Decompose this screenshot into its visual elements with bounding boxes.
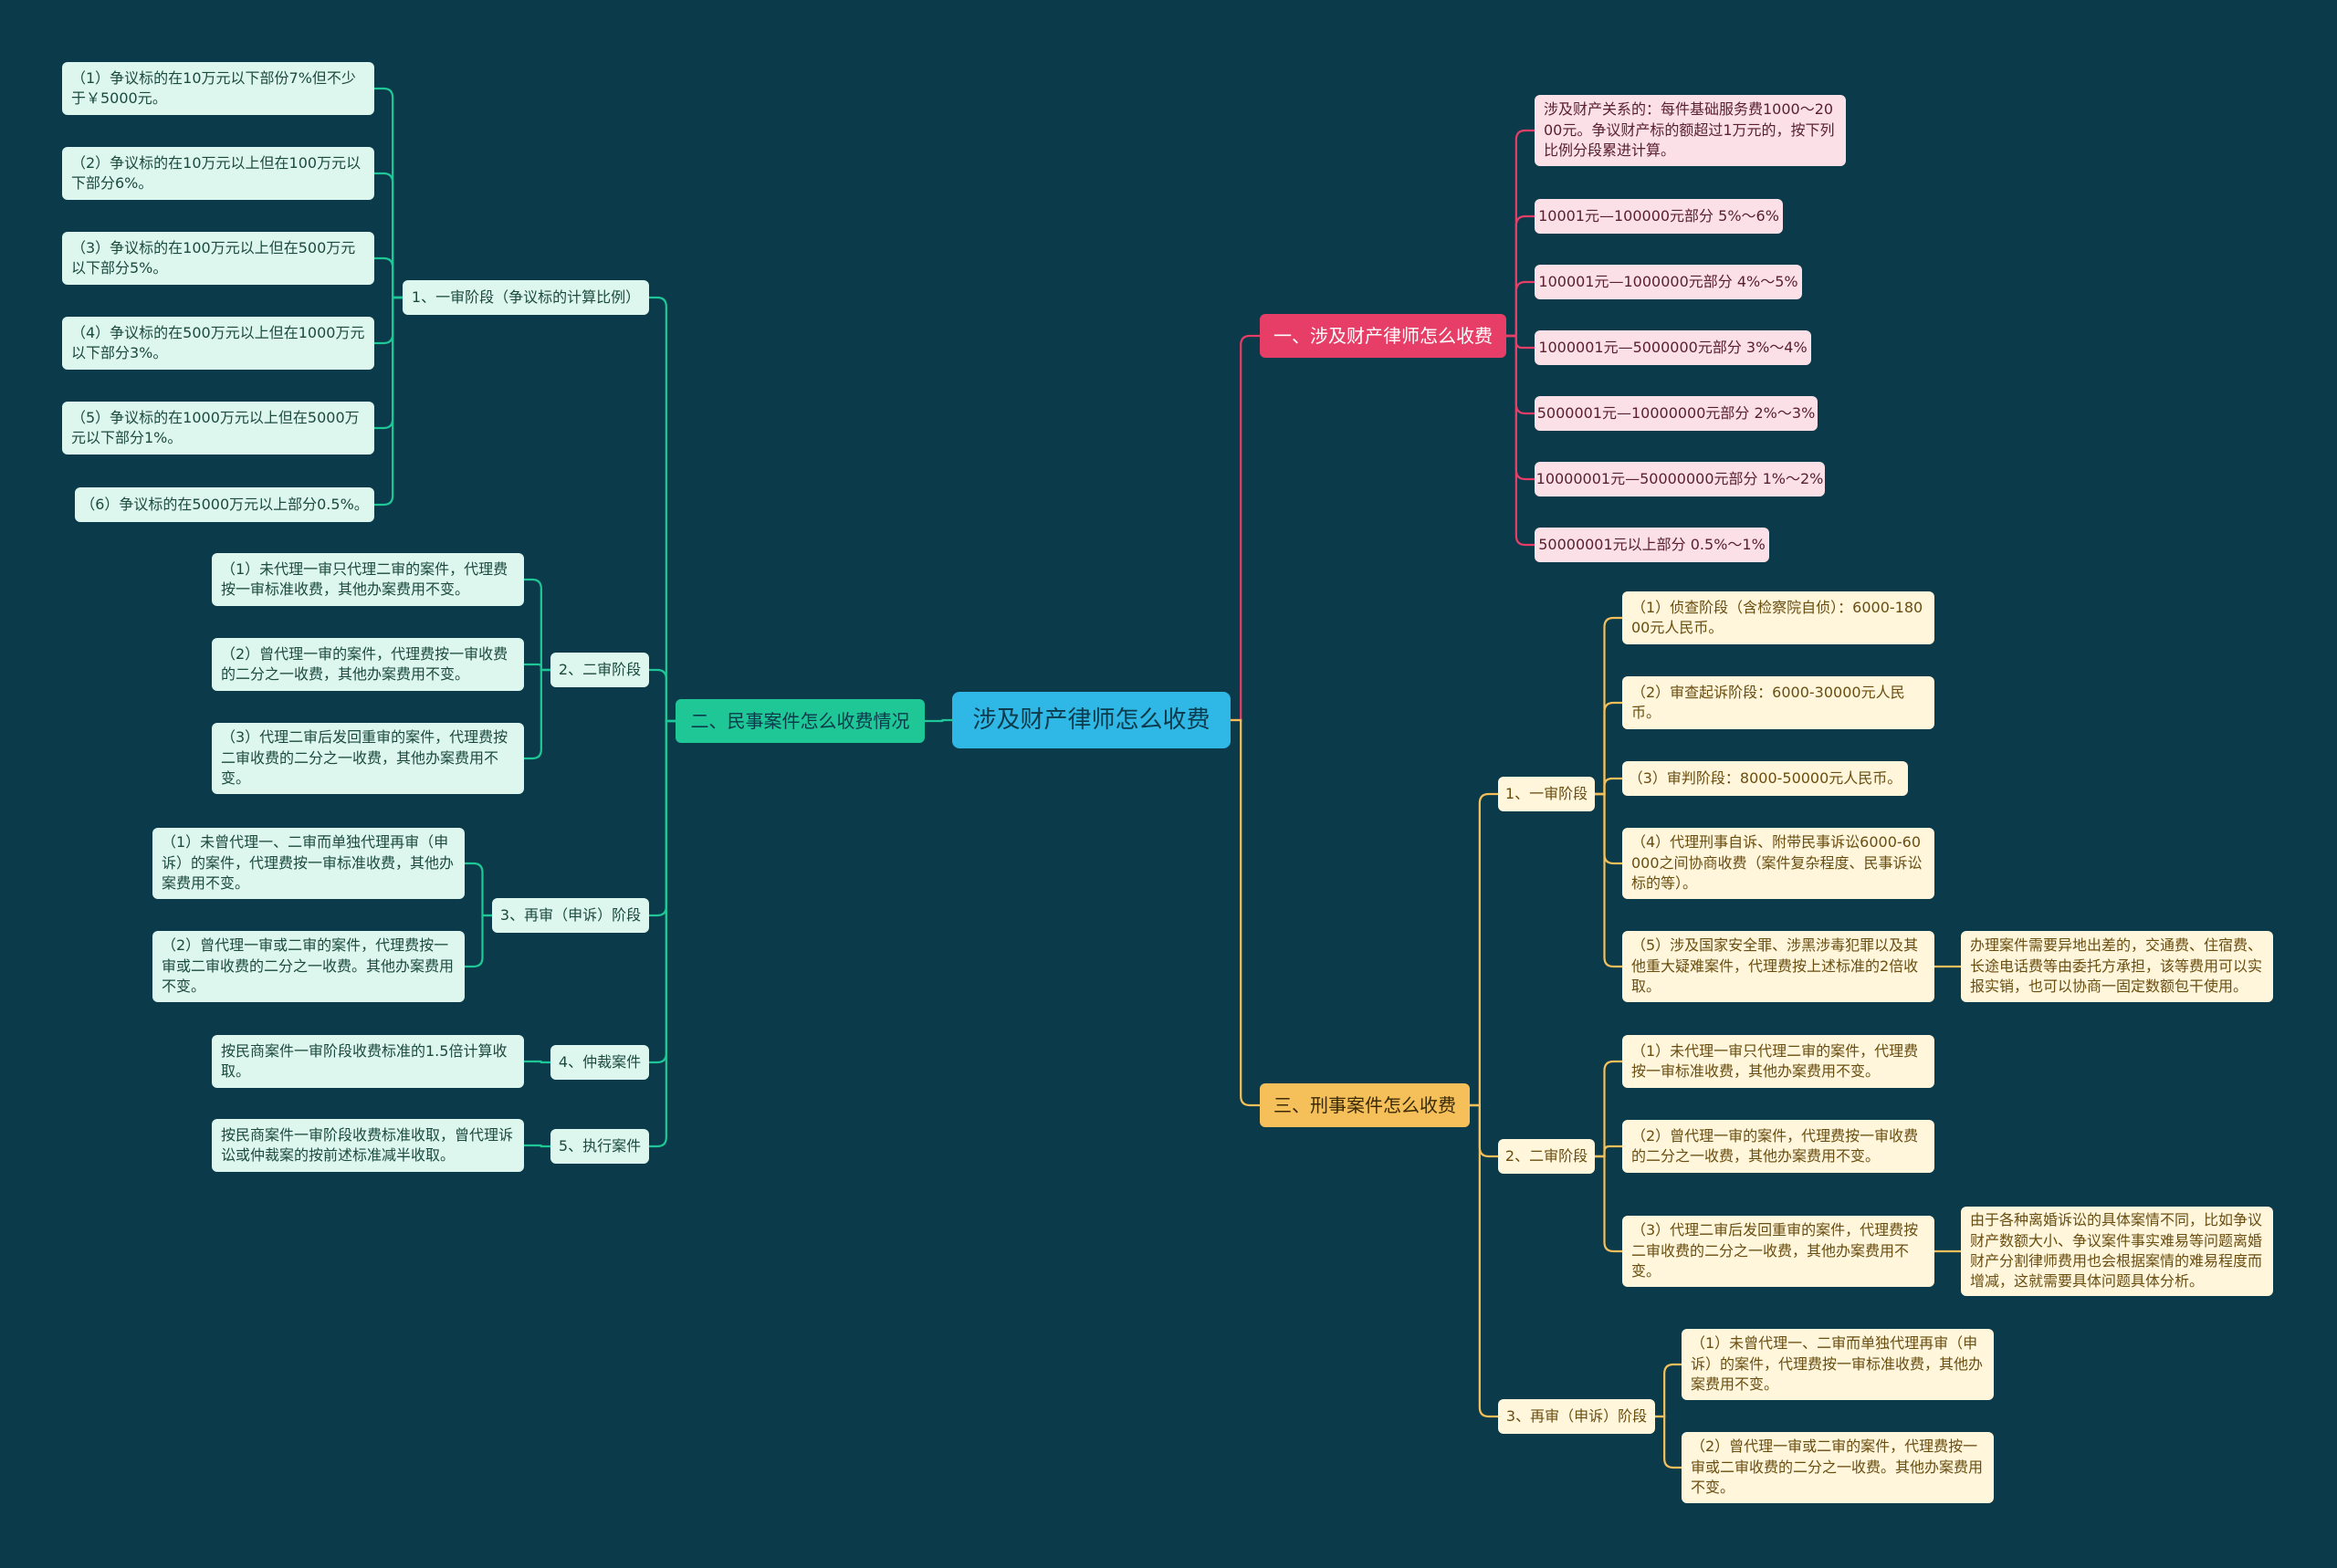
connector [1595,616,1622,796]
civil-first-item[interactable]: （2）争议标的在10万元以上但在100万元以下部分6%。 [62,147,374,200]
connector [1655,1363,1682,1418]
criminal-second-note[interactable]: 由于各种离婚诉讼的具体案情不同，比如争议财产数额大小、争议案件事实难易等问题离婚… [1961,1207,2273,1296]
criminal-first-note[interactable]: 办理案件需要异地出差的，交通费、住宿费、长途电话费等由委托方承担，该等费用可以实… [1961,931,2273,1002]
connector [649,668,676,723]
connector [374,296,403,430]
connector [649,719,676,1148]
criminal-second-item[interactable]: （2）曾代理一审的案件，代理费按一审收费的二分之一收费，其他办案费用不变。 [1622,1120,1934,1173]
connector [374,256,403,299]
property-item[interactable]: 100001元—1000000元部分 4%～5% [1535,265,1802,299]
criminal-second-item[interactable]: （1）未代理一审只代理二审的案件，代理费按一审标准收费，其他办案费用不变。 [1622,1035,1934,1088]
connector [1595,777,1622,796]
connector [465,862,492,917]
branch-civil[interactable]: 二、民事案件怎么收费情况 [676,699,925,743]
connector [1506,334,1535,547]
civil-group-retrial[interactable]: 3、再审（申诉）阶段 [492,898,649,933]
civil-retrial-item[interactable]: （1）未曾代理一、二审而单独代理再审（申诉）的案件，代理费按一审标准收费，其他办… [152,828,465,899]
connector [1506,334,1535,481]
civil-second-item[interactable]: （2）曾代理一审的案件，代理费按一审收费的二分之一收费，其他办案费用不变。 [212,638,524,691]
civil-first-item[interactable]: （1）争议标的在10万元以下部份7%但不少于￥5000元。 [62,62,374,115]
connector [374,296,403,345]
connector [524,668,550,760]
civil-enforcement-item[interactable]: 按民商案件一审阶段收费标准收取，曾代理诉讼或仲裁案的按前述标准减半收取。 [212,1119,524,1172]
civil-arbitration-item[interactable]: 按民商案件一审阶段收费标准的1.5倍计算收取。 [212,1035,524,1088]
civil-second-item[interactable]: （3）代理二审后发回重审的案件，代理费按二审收费的二分之一收费，其他办案费用不变… [212,723,524,794]
property-item[interactable]: 5000001元—10000000元部分 2%～3% [1535,396,1818,431]
branch-criminal[interactable]: 三、刑事案件怎么收费 [1260,1083,1470,1127]
civil-first-item[interactable]: （4）争议标的在500万元以上但在1000万元以下部分3%。 [62,317,374,370]
connector [374,87,403,299]
civil-group-arbitration[interactable]: 4、仲裁案件 [550,1045,649,1080]
criminal-group-retrial[interactable]: 3、再审（申诉）阶段 [1498,1399,1655,1434]
criminal-group-second-instance[interactable]: 2、二审阶段 [1498,1139,1595,1174]
criminal-first-item[interactable]: （3）审判阶段：8000-50000元人民币。 [1622,761,1908,796]
connector [649,719,676,1064]
connector [1595,792,1622,968]
connector [524,578,550,672]
criminal-first-item[interactable]: （4）代理刑事自诉、附带民事诉讼6000-60000之间协商收费（案件复杂程度、… [1622,828,1934,899]
civil-group-enforcement[interactable]: 5、执行案件 [550,1129,649,1164]
branch-property[interactable]: 一、涉及财产律师怎么收费 [1260,314,1506,358]
connector [649,719,676,917]
property-item[interactable]: 10001元—100000元部分 5%～6% [1535,199,1783,234]
connector [1506,334,1535,350]
civil-second-item[interactable]: （1）未代理一审只代理二审的案件，代理费按一审标准收费，其他办案费用不变。 [212,553,524,606]
civil-first-item[interactable]: （5）争议标的在1000万元以上但在5000万元以下部分1%。 [62,402,374,455]
connector [1231,718,1260,1107]
connector [1470,1103,1498,1158]
criminal-first-item[interactable]: （2）审查起诉阶段：6000-30000元人民币。 [1622,676,1934,729]
criminal-retrial-item[interactable]: （2）曾代理一审或二审的案件，代理费按一审或二审收费的二分之一收费。其他办案费用… [1682,1432,1994,1503]
civil-group-second-instance[interactable]: 2、二审阶段 [550,653,649,687]
connector [1506,129,1535,338]
property-item[interactable]: 10000001元—50000000元部分 1%～2% [1535,462,1825,497]
connector [524,1144,550,1148]
connector [1595,1155,1622,1253]
connector [649,296,676,723]
connector [1595,701,1622,796]
connector [374,172,403,299]
criminal-group-first-instance[interactable]: 1、一审阶段 [1498,777,1595,811]
connector [524,663,550,672]
connector [1595,1145,1622,1158]
connector [1231,334,1260,722]
connector [524,1060,550,1064]
connector [465,914,492,968]
connector [1506,280,1535,338]
connector [1595,792,1622,865]
connector [1655,1415,1682,1469]
criminal-retrial-item[interactable]: （1）未曾代理一、二审而单独代理再审（申诉）的案件，代理费按一审标准收费，其他办… [1682,1329,1994,1400]
connector [374,296,403,507]
connector [925,718,952,723]
connector [1595,1060,1622,1158]
connector [1506,214,1535,338]
property-item[interactable]: 1000001元—5000000元部分 3%～4% [1535,330,1811,365]
connector [1470,1103,1498,1418]
civil-first-item[interactable]: （3）争议标的在100万元以上但在500万元以下部分5%。 [62,232,374,285]
property-item[interactable]: 涉及财产关系的：每件基础服务费1000～2000元。争议财产标的额超过1万元的，… [1535,95,1846,166]
civil-retrial-item[interactable]: （2）曾代理一审或二审的案件，代理费按一审或二审收费的二分之一收费。其他办案费用… [152,931,465,1002]
civil-first-item[interactable]: （6）争议标的在5000万元以上部分0.5%。 [75,487,374,522]
criminal-first-item[interactable]: （1）侦查阶段（含检察院自侦）：6000-18000元人民币。 [1622,591,1934,644]
root-topic[interactable]: 涉及财产律师怎么收费 [952,692,1231,748]
connector [1470,792,1498,1107]
criminal-second-item[interactable]: （3）代理二审后发回重审的案件，代理费按二审收费的二分之一收费，其他办案费用不变… [1622,1216,1934,1287]
criminal-first-item[interactable]: （5）涉及国家安全罪、涉黑涉毒犯罪以及其他重大疑难案件，代理费按上述标准的2倍收… [1622,931,1934,1002]
civil-group-first-instance[interactable]: 1、一审阶段（争议标的计算比例） [403,280,649,315]
property-item[interactable]: 50000001元以上部分 0.5%～1% [1535,528,1769,562]
